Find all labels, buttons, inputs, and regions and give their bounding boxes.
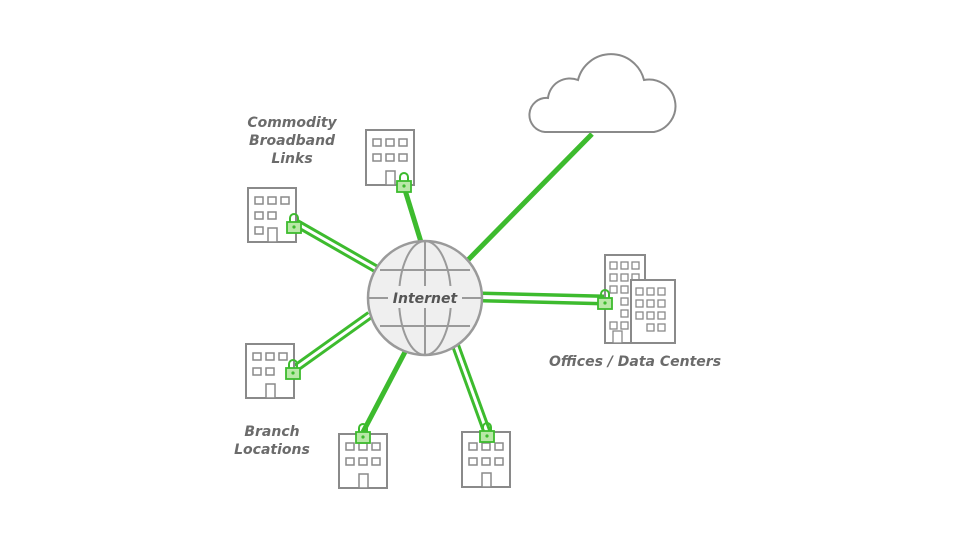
link-branch-top-left — [293, 219, 381, 274]
padlock-icon — [285, 359, 301, 380]
branch-caption: Branch Locations — [234, 424, 310, 458]
locks — [285, 172, 613, 444]
padlock-icon — [479, 422, 495, 443]
link-cloud — [464, 132, 594, 264]
internet-label: Internet — [393, 291, 459, 307]
padlock-icon — [597, 289, 613, 310]
link-branch-left — [290, 311, 373, 374]
caption-line: Commodity — [247, 115, 337, 131]
link-offices — [481, 291, 605, 306]
padlock-icon — [355, 423, 371, 444]
caption-line: Branch — [244, 424, 299, 440]
link-branch-bottom — [360, 350, 408, 434]
padlock-icon — [286, 213, 302, 234]
link-branch-bottom-right — [450, 342, 492, 434]
links — [290, 132, 605, 434]
cloud-icon — [528, 53, 677, 133]
building-icon — [365, 129, 415, 186]
office-block-icon — [630, 279, 676, 344]
caption-line: Broadband — [249, 133, 336, 149]
commodity-caption: Commodity Broadband Links — [247, 115, 337, 167]
globe-icon — [366, 239, 484, 357]
offices-caption: Offices / Data Centers — [549, 354, 721, 370]
padlock-icon — [396, 172, 412, 193]
caption-line: Locations — [234, 442, 310, 458]
building-icon — [338, 433, 388, 489]
caption-line: Links — [271, 151, 312, 167]
building-icon — [245, 343, 295, 399]
link-branch-top — [402, 189, 424, 243]
